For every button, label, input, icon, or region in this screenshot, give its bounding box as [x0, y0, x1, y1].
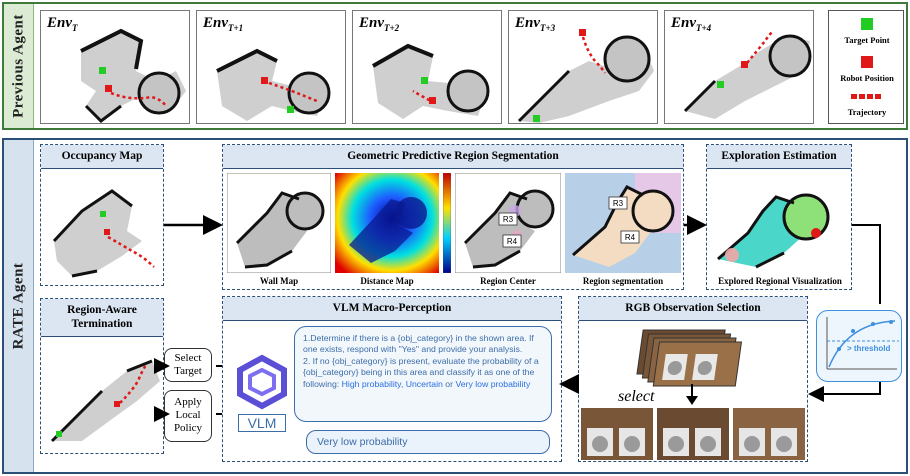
legend-robot: Robot Position: [840, 73, 894, 83]
target-point-swatch: [861, 18, 873, 30]
env-subscript: T+4: [696, 23, 712, 33]
region-center-map: R3 R4: [455, 173, 561, 273]
env-map-t2: [372, 43, 490, 119]
env-subscript: T+3: [540, 23, 556, 33]
option-high: High probability: [341, 378, 401, 389]
caption-distance-map: Distance Map: [360, 276, 414, 286]
threshold-curve: [826, 317, 899, 370]
vlm-logo-icon: [237, 354, 287, 410]
previous-agent-title: Previous Agent: [10, 14, 26, 118]
env-map-t3: [517, 29, 654, 123]
rate-agent-sidebar: RATE Agent: [4, 140, 34, 472]
env-panel-t: EnvT: [40, 10, 190, 124]
threshold-inset: > threshold: [816, 310, 902, 382]
env-map-t1: [216, 48, 331, 121]
exploration-title: Exploration Estimation: [707, 145, 851, 169]
rate-agent-title: RATE Agent: [10, 262, 26, 350]
caption-region-center: Region Center: [480, 276, 536, 286]
vlm-answer: Very low probability: [306, 430, 550, 454]
previous-agent-sidebar: Previous Agent: [4, 4, 34, 128]
env-label: Env: [515, 15, 541, 31]
region-label-r3b: R3: [613, 199, 624, 208]
env-subscript: T: [72, 23, 78, 33]
env-panel-t1: EnvT+1: [196, 10, 346, 124]
vlm-title: VLM Macro-Perception: [223, 297, 561, 321]
prompt-line-2: 2. If no {obj_category} is present, eval…: [303, 355, 539, 389]
select-label: select: [618, 388, 655, 405]
selected-rgb-frames: [581, 408, 805, 460]
rgb-title: RGB Observation Selection: [579, 297, 807, 321]
exploration-panel: Exploration Estimation Explored Regional…: [706, 144, 852, 290]
legend: Target Point Robot Position Trajectory: [828, 10, 904, 124]
legend-target: Target Point: [844, 35, 890, 45]
option-low: Very low probability: [455, 378, 531, 389]
region-label-r4: R4: [507, 237, 518, 246]
legend-trajectory: Trajectory: [847, 107, 887, 117]
env-subscript: T+1: [228, 23, 244, 33]
apply-local-policy-box: Apply Local Policy: [164, 390, 212, 442]
caption-exploration-prefix: Explored Regional: [718, 276, 792, 286]
env-label: Env: [671, 15, 697, 31]
robot-position-swatch: [861, 56, 873, 68]
region-label-r4b: R4: [625, 233, 636, 242]
termination-title: Region-Aware Termination: [41, 299, 163, 337]
occupancy-map-panel: Occupancy Map: [40, 144, 164, 286]
gprs-panel: Geometric Predictive Region Segmentation…: [222, 144, 684, 290]
distance-map: [335, 173, 439, 273]
env-panel-t2: EnvT+2: [352, 10, 502, 124]
prompt-line-1: 1.Determine if there is a {obj_category}…: [303, 333, 534, 355]
env-label: Env: [203, 15, 229, 31]
env-map-t4: [683, 30, 812, 119]
env-subscript: T+2: [384, 23, 400, 33]
env-label: Env: [359, 15, 385, 31]
env-label: Env: [47, 15, 73, 31]
occupancy-map-title: Occupancy Map: [41, 145, 163, 169]
wall-map: [227, 173, 331, 273]
select-target-box: Select Target: [164, 348, 212, 382]
termination-panel: Region-Aware Termination: [40, 298, 164, 454]
option-uncertain: Uncertain: [405, 378, 443, 389]
termination-map: [50, 359, 160, 443]
vlm-label: VLM: [238, 414, 286, 432]
threshold-label: > threshold: [847, 344, 891, 353]
gprs-title: Geometric Predictive Region Segmentation: [223, 145, 683, 169]
rgb-frames-stack: [636, 329, 743, 387]
caption-exploration-bold: Visualization: [791, 276, 842, 286]
caption-exploration: Explored Regional Visualization: [707, 276, 853, 286]
trajectory-swatch: [851, 94, 883, 99]
select-down-arrow: [686, 384, 698, 405]
env-panel-t3: EnvT+3: [508, 10, 658, 124]
exploration-map: [717, 193, 830, 269]
caption-wall-map: Wall Map: [259, 276, 299, 286]
region-label-r3: R3: [503, 215, 514, 224]
vlm-prompt: 1.Determine if there is a {obj_category}…: [294, 326, 552, 422]
region-segmentation-map: R3 R4: [565, 173, 681, 273]
colorbar: [443, 173, 451, 273]
env-panel-t4: EnvT+4: [664, 10, 814, 124]
env-map-t: [80, 28, 186, 123]
occupancy-map: [52, 189, 155, 278]
caption-region-segmentation: Region segmentation: [582, 276, 664, 286]
